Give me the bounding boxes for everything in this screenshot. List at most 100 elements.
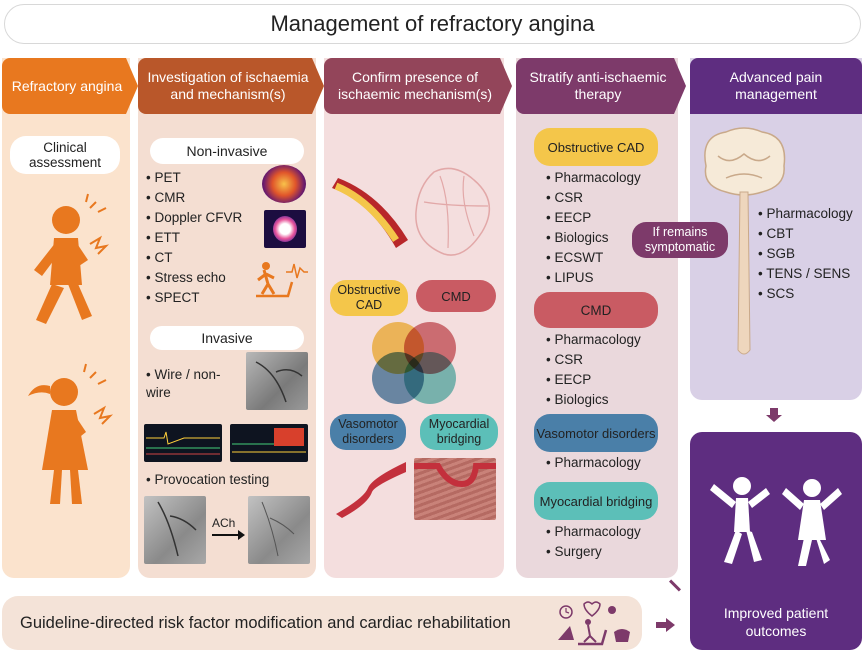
- down-arrowhead-icon: [766, 415, 782, 422]
- list-item: SPECT: [146, 288, 242, 308]
- list-item: Biologics: [546, 228, 641, 248]
- list-item: ETT: [146, 228, 242, 248]
- pressure-tracing-left: [144, 424, 222, 462]
- down-arrow-icon: [770, 408, 778, 416]
- header-investigation: Investigation of ischaemia and mechanism…: [138, 58, 324, 114]
- heart-vessels-icon: [415, 167, 491, 256]
- confirm-cmd-pill: CMD: [416, 280, 496, 312]
- list-item: Stress echo: [146, 268, 242, 288]
- header-refractory-text: Refractory angina: [11, 77, 123, 94]
- invasive-label: Invasive: [201, 329, 253, 346]
- brain-spinal-cord-icon: [704, 127, 786, 355]
- list-item: CSR: [546, 350, 641, 370]
- mechanism-venn-diagram: [372, 322, 456, 404]
- clinical-assessment-text: Clinical assessment: [28, 140, 102, 170]
- list-item: PET: [146, 168, 242, 188]
- myocardial-bridging-image: [414, 458, 496, 520]
- diag-arrow-icon: [668, 579, 682, 592]
- confirm-cmd-text: CMD: [441, 288, 471, 304]
- confirm-vasomotor-text: Vasomotor disorders: [338, 417, 398, 446]
- happy-people-icon: [710, 477, 842, 566]
- clinical-assessment-pill: Clinical assessment: [10, 136, 120, 174]
- noninvasive-label: Non-invasive: [186, 142, 268, 159]
- outcome-box: [690, 432, 862, 650]
- list-item: EECP: [546, 370, 641, 390]
- angiogram-image: [246, 352, 308, 410]
- invasive-pill: Invasive: [150, 326, 304, 350]
- wire-nonwire-text: Wire / non-wire: [146, 367, 221, 400]
- stratify-obstructive-cad-pill: Obstructive CAD: [534, 128, 658, 166]
- list-item: ECSWT: [546, 248, 641, 268]
- header-stratify-text: Stratify anti-ischaemic therapy: [529, 69, 667, 102]
- ach-arrow-icon: [212, 534, 240, 536]
- title-text: Management of refractory angina: [270, 11, 595, 36]
- vasospasm-icon: [336, 462, 406, 518]
- right-arrowhead-icon: [666, 618, 675, 632]
- list-item: CT: [146, 248, 242, 268]
- header-confirm: Confirm presence of ischaemic mechanism(…: [324, 58, 512, 114]
- ach-label: ACh: [212, 516, 236, 530]
- header-refractory: Refractory angina: [2, 58, 138, 114]
- noninvasive-list: PET CMR Doppler CFVR ETT CT Stress echo …: [146, 168, 242, 308]
- header-advanced: Advanced pain management: [690, 58, 862, 114]
- treadmill-icon: [256, 262, 308, 298]
- list-item: LIPUS: [546, 268, 641, 288]
- stratify-obstructive-cad-list: Pharmacology CSR EECP Biologics ECSWT LI…: [546, 168, 641, 288]
- header-confirm-text: Confirm presence of ischaemic mechanism(…: [337, 69, 493, 102]
- plaque-artery-icon: [332, 178, 408, 248]
- list-item: CBT: [758, 224, 853, 244]
- header-investigation-text: Investigation of ischaemia and mechanism…: [147, 69, 309, 102]
- page-title: Management of refractory angina: [4, 4, 861, 44]
- header-advanced-text: Advanced pain management: [729, 69, 823, 102]
- provocation-label: Provocation testing: [154, 472, 270, 487]
- stratify-vasomotor-pill: Vasomotor disorders: [534, 414, 658, 452]
- list-item: •: [146, 367, 155, 382]
- bottom-banner-text: Guideline-directed risk factor modificat…: [20, 614, 511, 632]
- list-item: SCS: [758, 284, 853, 304]
- spect-scan-image: [264, 210, 306, 248]
- list-item: TENS / SENS: [758, 264, 853, 284]
- outcome-text: Improved patient outcomes: [723, 605, 829, 639]
- woman-chest-pain-icon: [28, 363, 114, 504]
- if-symptomatic-text: If remains symptomatic: [644, 225, 716, 254]
- stratify-obstructive-cad-text: Obstructive CAD: [547, 139, 645, 155]
- list-item: Pharmacology: [546, 330, 640, 350]
- confirm-bridging-text: Myocardial bridging: [428, 417, 490, 446]
- stratify-bridging-text: Myocardial bridging: [539, 493, 653, 509]
- man-chest-pain-icon: [34, 193, 110, 324]
- angiogram-after-image: [248, 496, 310, 564]
- list-item: EECP: [546, 208, 641, 228]
- confirm-obstructive-cad-text: Obstructive CAD: [337, 283, 401, 312]
- list-item: Biologics: [546, 390, 641, 410]
- stratify-vasomotor-list: Pharmacology: [546, 453, 640, 473]
- advanced-list: Pharmacology CBT SGB TENS / SENS SCS: [758, 204, 853, 304]
- stratify-cmd-text: CMD: [580, 302, 612, 318]
- angiogram-before-image: [144, 496, 206, 564]
- header-stratify: Stratify anti-ischaemic therapy: [516, 58, 686, 114]
- lifestyle-icons: [558, 601, 630, 646]
- list-item: Pharmacology: [546, 522, 640, 542]
- confirm-obstructive-cad-pill: Obstructive CAD: [330, 280, 408, 316]
- if-symptomatic-badge: If remains symptomatic: [632, 222, 728, 258]
- provocation-testing-text: • Provocation testing: [146, 472, 270, 487]
- stratify-cmd-list: Pharmacology CSR EECP Biologics: [546, 330, 641, 410]
- stratify-cmd-pill: CMD: [534, 292, 658, 328]
- list-item: SGB: [758, 244, 853, 264]
- stratify-bridging-list: Pharmacology Surgery: [546, 522, 640, 562]
- pet-scan-image: [262, 165, 306, 203]
- list-item: CSR: [546, 188, 641, 208]
- bottom-banner: [2, 596, 642, 650]
- list-item: CMR: [146, 188, 242, 208]
- stratify-bridging-pill: Myocardial bridging: [534, 482, 658, 520]
- list-item: Doppler CFVR: [146, 208, 242, 228]
- list-item: Pharmacology: [546, 168, 640, 188]
- right-arrow-icon: [656, 622, 666, 628]
- list-item: Pharmacology: [758, 204, 852, 224]
- confirm-vasomotor-pill: Vasomotor disorders: [330, 414, 406, 450]
- confirm-bridging-pill: Myocardial bridging: [420, 414, 498, 450]
- pressure-tracing-right: [230, 424, 308, 462]
- stratify-vasomotor-text: Vasomotor disorders: [536, 425, 656, 441]
- noninvasive-pill: Non-invasive: [150, 138, 304, 164]
- invasive-list: • Wire / non-wire: [146, 366, 236, 402]
- ach-arrowhead-icon: [238, 530, 245, 540]
